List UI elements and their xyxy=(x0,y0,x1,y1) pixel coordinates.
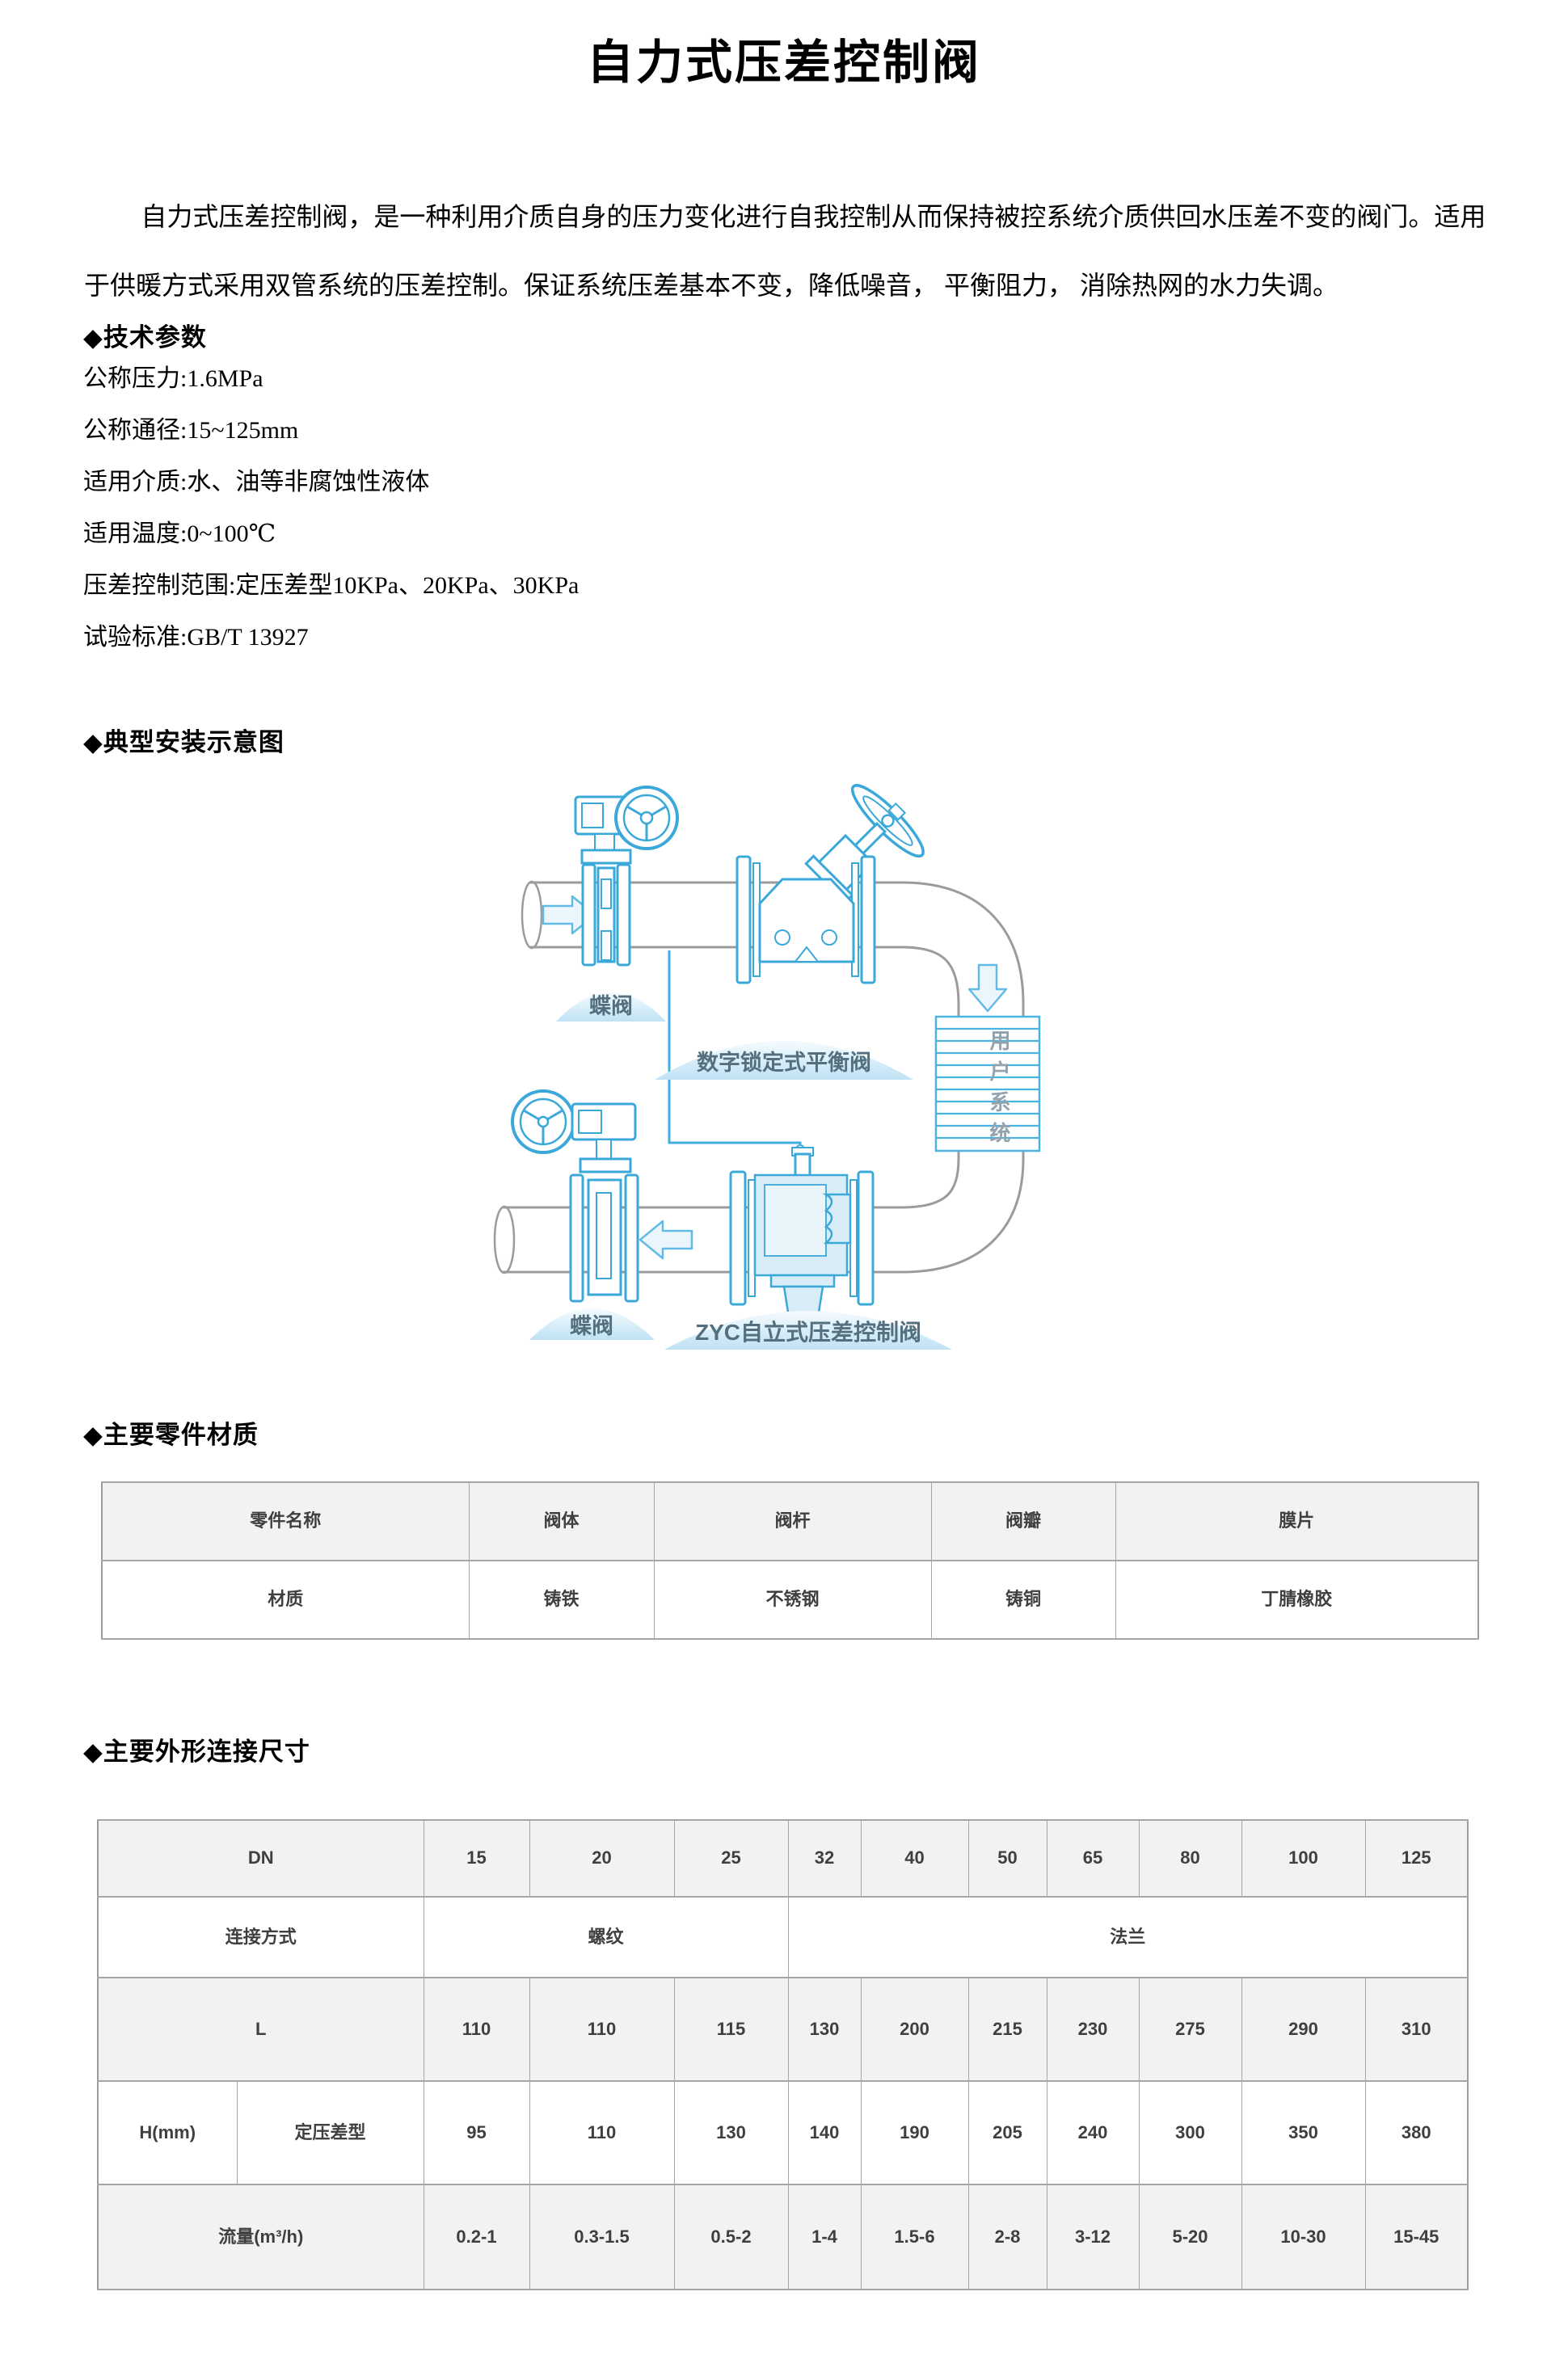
table-cell: 法兰 xyxy=(787,1896,1469,1978)
table-cell: 240 xyxy=(1046,2080,1140,2185)
table-cell: 190 xyxy=(860,2080,969,2185)
dimensions-table: DN 15 20 25 32 40 50 65 80 100 125 连接方式 … xyxy=(97,1819,1469,2290)
table-cell: 350 xyxy=(1241,2080,1366,2185)
table-cell: 25 xyxy=(673,1819,789,1898)
tech-params-heading: ◆技术参数 xyxy=(83,323,207,352)
table-row: 零件名称 阀体 阀杆 阀瓣 膜片 xyxy=(101,1481,1479,1561)
table-row: 流量(m³/h) 0.2-1 0.3-1.5 0.5-2 1-4 1.5-6 2… xyxy=(97,2184,1469,2290)
table-cell: 阀杆 xyxy=(653,1481,932,1561)
table-cell: 10-30 xyxy=(1241,2184,1366,2290)
table-cell: 65 xyxy=(1046,1819,1140,1898)
table-row: 材质 铸铁 不锈钢 铸铜 丁腈橡胶 xyxy=(101,1560,1479,1640)
table-cell: 110 xyxy=(529,2080,675,2185)
label-hill xyxy=(556,992,666,1022)
table-cell: 1-4 xyxy=(787,2184,862,2290)
table-cell: 95 xyxy=(423,2080,530,2185)
butterfly-valve-top xyxy=(574,786,679,967)
table-cell: 15-45 xyxy=(1364,2184,1469,2290)
table-cell: 螺纹 xyxy=(423,1896,789,1978)
table-cell: 80 xyxy=(1138,1819,1242,1898)
table-cell: 丁腈橡胶 xyxy=(1115,1560,1479,1640)
balance-valve xyxy=(736,784,925,984)
installation-diagram: 用户系统 xyxy=(453,773,1083,1390)
table-cell: 310 xyxy=(1364,1977,1469,2082)
table-cell: L xyxy=(97,1977,424,2082)
table-cell: 1.5-6 xyxy=(860,2184,969,2290)
param-line: 公称通径:15~125mm xyxy=(83,417,299,444)
materials-table: 零件名称 阀体 阀杆 阀瓣 膜片 材质 铸铁 不锈钢 铸铜 丁腈橡胶 xyxy=(101,1481,1479,1640)
materials-heading: ◆主要零件材质 xyxy=(83,1421,259,1449)
table-cell: 5-20 xyxy=(1138,2184,1242,2290)
table-row: H(mm) 定压差型 95 110 130 140 190 205 240 30… xyxy=(97,2080,1469,2185)
table-cell: 50 xyxy=(967,1819,1047,1898)
table-cell: 不锈钢 xyxy=(653,1560,932,1640)
table-cell: 20 xyxy=(529,1819,675,1898)
param-line: 试验标准:GB/T 13927 xyxy=(83,624,309,651)
param-line: 压差控制范围:定压差型10KPa、20KPa、30KPa xyxy=(83,572,580,599)
table-cell: 0.5-2 xyxy=(673,2184,789,2290)
table-cell: 流量(m³/h) xyxy=(97,2184,424,2290)
table-cell: 铸铜 xyxy=(930,1560,1116,1640)
zyc-valve xyxy=(729,1147,875,1319)
table-cell: 200 xyxy=(860,1977,969,2082)
table-cell: 290 xyxy=(1241,1977,1366,2082)
user-system-label: 用户系统 xyxy=(987,1030,1011,1152)
table-row: DN 15 20 25 32 40 50 65 80 100 125 xyxy=(97,1819,1469,1898)
table-cell: H(mm) xyxy=(97,2080,238,2185)
installation-heading: ◆典型安装示意图 xyxy=(83,728,285,756)
table-cell: 115 xyxy=(673,1977,789,2082)
table-cell: 230 xyxy=(1046,1977,1140,2082)
table-cell: 130 xyxy=(787,1977,862,2082)
table-cell: 300 xyxy=(1138,2080,1242,2185)
table-cell: 材质 xyxy=(101,1560,470,1640)
installation-diagram-svg: 用户系统 xyxy=(493,784,1041,1350)
return-pipe xyxy=(493,1146,1025,1274)
table-cell: 0.2-1 xyxy=(423,2184,530,2290)
table-cell: 125 xyxy=(1364,1819,1469,1898)
zyc-valve-label: ZYC自立式压差控制阀 xyxy=(695,1319,921,1345)
butterfly-valve-bottom xyxy=(511,1089,639,1303)
table-cell: 40 xyxy=(860,1819,969,1898)
table-cell: 130 xyxy=(673,2080,789,2185)
butterfly-bottom-label: 蝶阀 xyxy=(570,1314,613,1338)
intro-paragraph: 自力式压差控制阀，是一种利用介质自身的压力变化进行自我控制从而保持被控系统介质供… xyxy=(84,202,1486,300)
table-cell: 205 xyxy=(967,2080,1047,2185)
param-line: 适用介质:水、油等非腐蚀性液体 xyxy=(83,469,430,495)
param-line: 公称压力:1.6MPa xyxy=(83,365,263,392)
table-cell: 3-12 xyxy=(1046,2184,1140,2290)
label-hill xyxy=(664,1311,952,1350)
table-cell: 100 xyxy=(1241,1819,1366,1898)
table-cell: 110 xyxy=(423,1977,530,2082)
dimensions-heading: ◆主要外形连接尺寸 xyxy=(83,1738,310,1766)
butterfly-top-label: 蝶阀 xyxy=(589,994,633,1018)
table-cell: 32 xyxy=(787,1819,862,1898)
table-cell: DN xyxy=(97,1819,424,1898)
table-row: 连接方式 螺纹 法兰 xyxy=(97,1896,1469,1978)
table-cell: 铸铁 xyxy=(468,1560,655,1640)
user-system-radiator: 用户系统 xyxy=(934,1015,1041,1152)
table-cell: 15 xyxy=(423,1819,530,1898)
table-cell: 380 xyxy=(1364,2080,1469,2185)
table-cell: 阀体 xyxy=(468,1481,655,1561)
table-cell: 连接方式 xyxy=(97,1896,424,1978)
table-cell: 定压差型 xyxy=(236,2080,424,2185)
table-cell: 膜片 xyxy=(1115,1481,1479,1561)
table-cell: 110 xyxy=(529,1977,675,2082)
flow-arrow-down xyxy=(967,963,1008,1013)
page-title: 自力式压差控制阀 xyxy=(586,36,981,89)
table-row: L 110 110 115 130 200 215 230 275 290 31… xyxy=(97,1977,1469,2082)
table-cell: 2-8 xyxy=(967,2184,1047,2290)
label-hill xyxy=(529,1308,655,1340)
table-cell: 140 xyxy=(787,2080,862,2185)
table-cell: 275 xyxy=(1138,1977,1242,2082)
label-hill xyxy=(655,1041,913,1080)
balance-valve-label: 数字锁定式平衡阀 xyxy=(697,1050,871,1075)
param-line: 适用温度:0~100℃ xyxy=(83,520,276,547)
table-cell: 阀瓣 xyxy=(930,1481,1116,1561)
flow-arrow-left xyxy=(639,1220,693,1260)
table-cell: 零件名称 xyxy=(101,1481,470,1561)
table-cell: 0.3-1.5 xyxy=(529,2184,675,2290)
table-cell: 215 xyxy=(967,1977,1047,2082)
